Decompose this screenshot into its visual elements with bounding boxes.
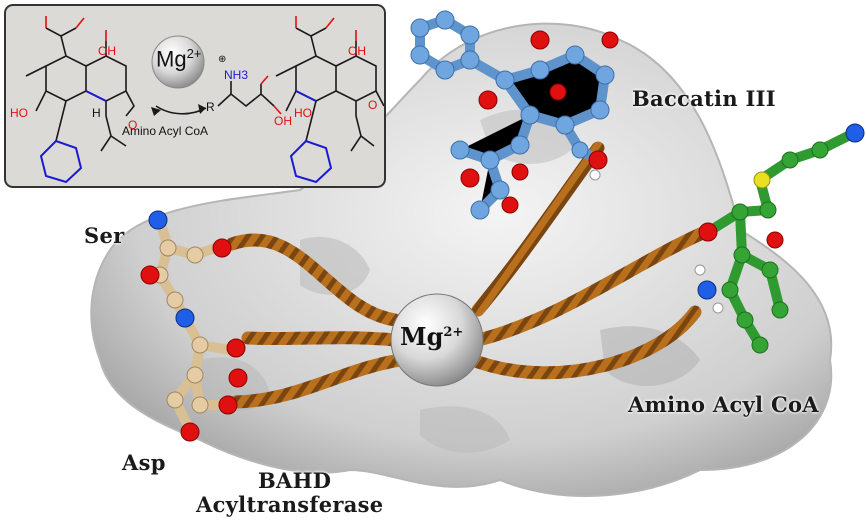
rope-connectors	[225, 141, 712, 409]
baccatin-atoms	[410, 10, 615, 220]
inset-mg-label: Mg2+	[156, 46, 201, 72]
mg-base-text: Mg	[400, 322, 444, 351]
inset-mg-charge: 2+	[186, 46, 202, 61]
asp-label: Asp	[122, 450, 166, 475]
inset-r-group: R	[206, 100, 215, 114]
coa-atoms	[721, 141, 829, 354]
inset-oh-left: OH	[98, 44, 116, 58]
coa-nitrogen	[845, 123, 865, 143]
inset-ho-left: HO	[10, 106, 28, 120]
ser-label: Ser	[84, 223, 125, 248]
inset-oh-right: OH	[348, 44, 366, 58]
inset-oh-aa: OH	[274, 114, 292, 128]
mg-ion-sphere	[390, 293, 484, 387]
baccatin-label: Baccatin III	[632, 86, 776, 111]
enzyme-label-line1: BAHD	[258, 468, 332, 493]
mg-ion-label: Mg2+	[400, 322, 463, 351]
coa-label: Amino Acyl CoA	[628, 392, 819, 417]
amine-nitrogen	[697, 280, 717, 300]
inset-nh3: NH3	[224, 68, 249, 82]
inset-mg-sphere	[151, 35, 205, 89]
inset-h-left: H	[92, 106, 101, 120]
reaction-scheme-drawing	[25, 16, 384, 184]
inset-ho-right: HO	[294, 106, 312, 120]
inset-o-right: O	[368, 98, 378, 112]
inset-mg-base: Mg	[156, 46, 187, 72]
inset-reagent-label: Amino Acyl CoA	[122, 124, 209, 138]
enzyme-label-line2: Acyltransferase	[196, 492, 384, 517]
inset-plus: ⊕	[218, 54, 227, 65]
sulfur-atom	[753, 171, 771, 189]
reaction-scheme-inset: Mg2+ Amino Acyl CoA NH3 ⊕ R OH O HO H OH…	[4, 4, 386, 188]
baccatin-oxygens	[460, 30, 619, 214]
inset-o-left: O	[128, 118, 138, 132]
mg-charge-text: 2+	[443, 325, 464, 340]
